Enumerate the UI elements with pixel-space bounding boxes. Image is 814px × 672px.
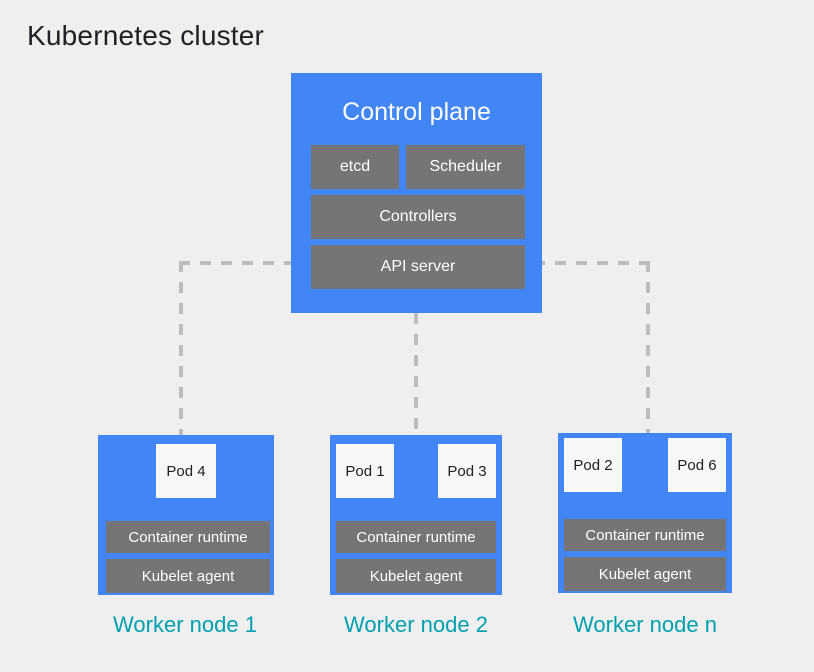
pod-box[interactable]: Pod 2 — [564, 438, 622, 492]
control-plane-component-controllers[interactable]: Controllers — [311, 195, 525, 239]
control-plane-component-scheduler[interactable]: Scheduler — [406, 145, 525, 189]
kubelet-agent-box[interactable]: Kubelet agent — [564, 557, 726, 591]
connector-apiserver-to-node2-vertical — [414, 313, 418, 437]
container-runtime-label: Container runtime — [356, 528, 476, 546]
worker-node-2-label: Worker node 2 — [344, 612, 488, 637]
connector-apiserver-to-node1-vertical — [179, 261, 183, 437]
worker-node-n-box[interactable]: Pod 2 Pod 6 Container runtime Kubelet ag… — [558, 433, 732, 593]
connector-apiserver-to-noden-vertical — [646, 261, 650, 435]
container-runtime-box[interactable]: Container runtime — [564, 519, 726, 551]
control-plane-component-label: Scheduler — [429, 158, 502, 175]
worker-node-1-label: Worker node 1 — [113, 612, 257, 637]
connector-apiserver-to-noden-horizontal — [534, 261, 650, 265]
kubelet-agent-box[interactable]: Kubelet agent — [336, 559, 496, 593]
kubelet-agent-label: Kubelet agent — [141, 567, 235, 585]
worker-node-2-body: Pod 1 Pod 3 Container runtime Kubelet ag… — [330, 435, 502, 595]
worker-node-n-body: Pod 2 Pod 6 Container runtime Kubelet ag… — [558, 433, 732, 593]
control-plane-component-label: etcd — [339, 158, 371, 175]
control-plane-component-label: API server — [380, 258, 456, 275]
worker-node-1-box[interactable]: Pod 4 Container runtime Kubelet agent — [98, 435, 274, 595]
pod-label: Pod 1 — [345, 462, 385, 480]
pod-box[interactable]: Pod 6 — [668, 438, 726, 492]
control-plane-box[interactable]: Control plane etcd Scheduler Controllers… — [291, 73, 542, 313]
control-plane-component-etcd[interactable]: etcd — [311, 145, 399, 189]
pod-box[interactable]: Pod 4 — [156, 444, 216, 498]
pod-box[interactable]: Pod 3 — [438, 444, 496, 498]
pod-box[interactable]: Pod 1 — [336, 444, 394, 498]
worker-node-n-label: Worker node n — [573, 612, 717, 637]
pod-label: Pod 6 — [677, 456, 717, 474]
control-plane-title: Control plane — [342, 98, 491, 126]
control-plane-component-label: Controllers — [379, 208, 457, 225]
container-runtime-box[interactable]: Container runtime — [106, 521, 270, 553]
worker-node-2-box[interactable]: Pod 1 Pod 3 Container runtime Kubelet ag… — [330, 435, 502, 595]
kubelet-agent-box[interactable]: Kubelet agent — [106, 559, 270, 593]
kubelet-agent-label: Kubelet agent — [369, 567, 463, 585]
pod-label: Pod 4 — [166, 462, 206, 480]
pod-label: Pod 3 — [447, 462, 487, 480]
page-title: Kubernetes cluster — [27, 20, 265, 51]
kubelet-agent-label: Kubelet agent — [598, 565, 692, 583]
container-runtime-box[interactable]: Container runtime — [336, 521, 496, 553]
pod-label: Pod 2 — [573, 456, 613, 474]
control-plane-component-api-server[interactable]: API server — [311, 245, 525, 289]
container-runtime-label: Container runtime — [585, 526, 705, 544]
worker-node-1-body: Pod 4 Container runtime Kubelet agent — [98, 435, 274, 595]
connector-apiserver-to-node1-horizontal — [179, 261, 299, 265]
container-runtime-label: Container runtime — [128, 528, 248, 546]
